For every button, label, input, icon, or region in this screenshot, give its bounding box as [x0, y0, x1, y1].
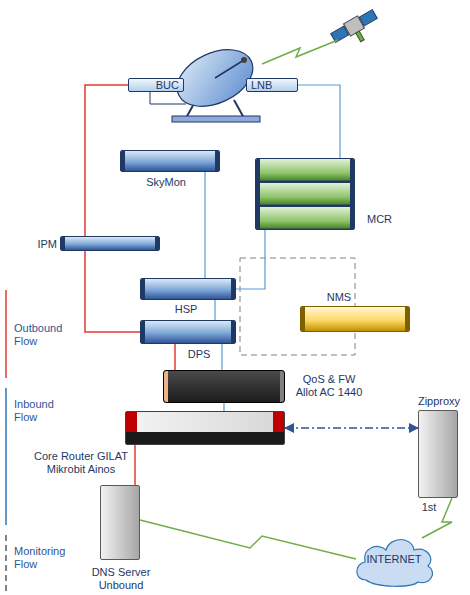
rack-server: HSP	[140, 278, 236, 300]
device-label: IPM	[19, 238, 57, 251]
box-label: LNB	[251, 79, 272, 92]
box-label: INTERNET	[367, 553, 422, 566]
connector-line	[204, 172, 205, 278]
connector-line	[85, 85, 140, 332]
connector-line	[140, 520, 356, 559]
box-label: BUC	[156, 79, 179, 92]
connector-line	[285, 427, 418, 429]
rack-server: NMS	[300, 306, 410, 332]
satellite-icon	[330, 8, 384, 53]
connector-line	[221, 344, 222, 370]
satellite-antenna	[356, 31, 364, 42]
dish-base	[172, 116, 260, 122]
cloud-outline	[357, 540, 433, 587]
flow-bracket	[5, 535, 7, 595]
device-label: HSP	[166, 303, 206, 316]
internet-cloud: INTERNET	[352, 530, 436, 588]
firewall-appliance: QoS & FW Allot AC 1440	[163, 370, 285, 403]
rack-server: DPS	[140, 320, 236, 344]
device-label: SkyMon	[136, 176, 196, 189]
connector-line	[174, 344, 176, 370]
device-label: 1st	[417, 501, 441, 514]
connector-line	[236, 230, 265, 289]
lnb-unit: LNB	[246, 78, 298, 92]
flow-bracket	[5, 388, 7, 525]
flow-label: Inbound Flow	[14, 398, 72, 424]
device-label: NMS	[324, 291, 354, 304]
flow-bracket	[5, 290, 7, 378]
dish-feed-horn	[241, 57, 247, 63]
tower-server: Zipproxy1st	[418, 410, 458, 498]
radio-link	[262, 40, 338, 64]
device-label: MCR	[367, 213, 407, 226]
connector-line	[134, 445, 136, 485]
device-label: DNS Server Unbound	[86, 566, 156, 592]
device-label: DPS	[184, 348, 214, 361]
tower-server: DNS Server Unbound	[100, 485, 140, 560]
rack-server: SkyMon	[120, 150, 220, 172]
rack-server: MCR	[255, 158, 355, 230]
flow-label: Monitoring Flow	[14, 545, 74, 571]
rack-server: IPM	[60, 236, 160, 251]
dish-feed	[215, 60, 244, 78]
satellite-body	[344, 16, 365, 36]
connector-line	[298, 85, 340, 158]
core-router: Core Router GILAT Mikrobit Ainos	[125, 411, 285, 445]
device-label: QoS & FW Allot AC 1440	[293, 373, 365, 399]
device-label: Core Router GILAT Mikrobit Ainos	[31, 450, 131, 476]
buc-unit: BUC	[128, 78, 184, 92]
device-label: Zipproxy	[414, 395, 464, 408]
connector-line	[223, 403, 224, 411]
connector-line	[214, 300, 215, 320]
flow-label: Outbound Flow	[14, 322, 69, 348]
cable-line	[150, 92, 186, 104]
